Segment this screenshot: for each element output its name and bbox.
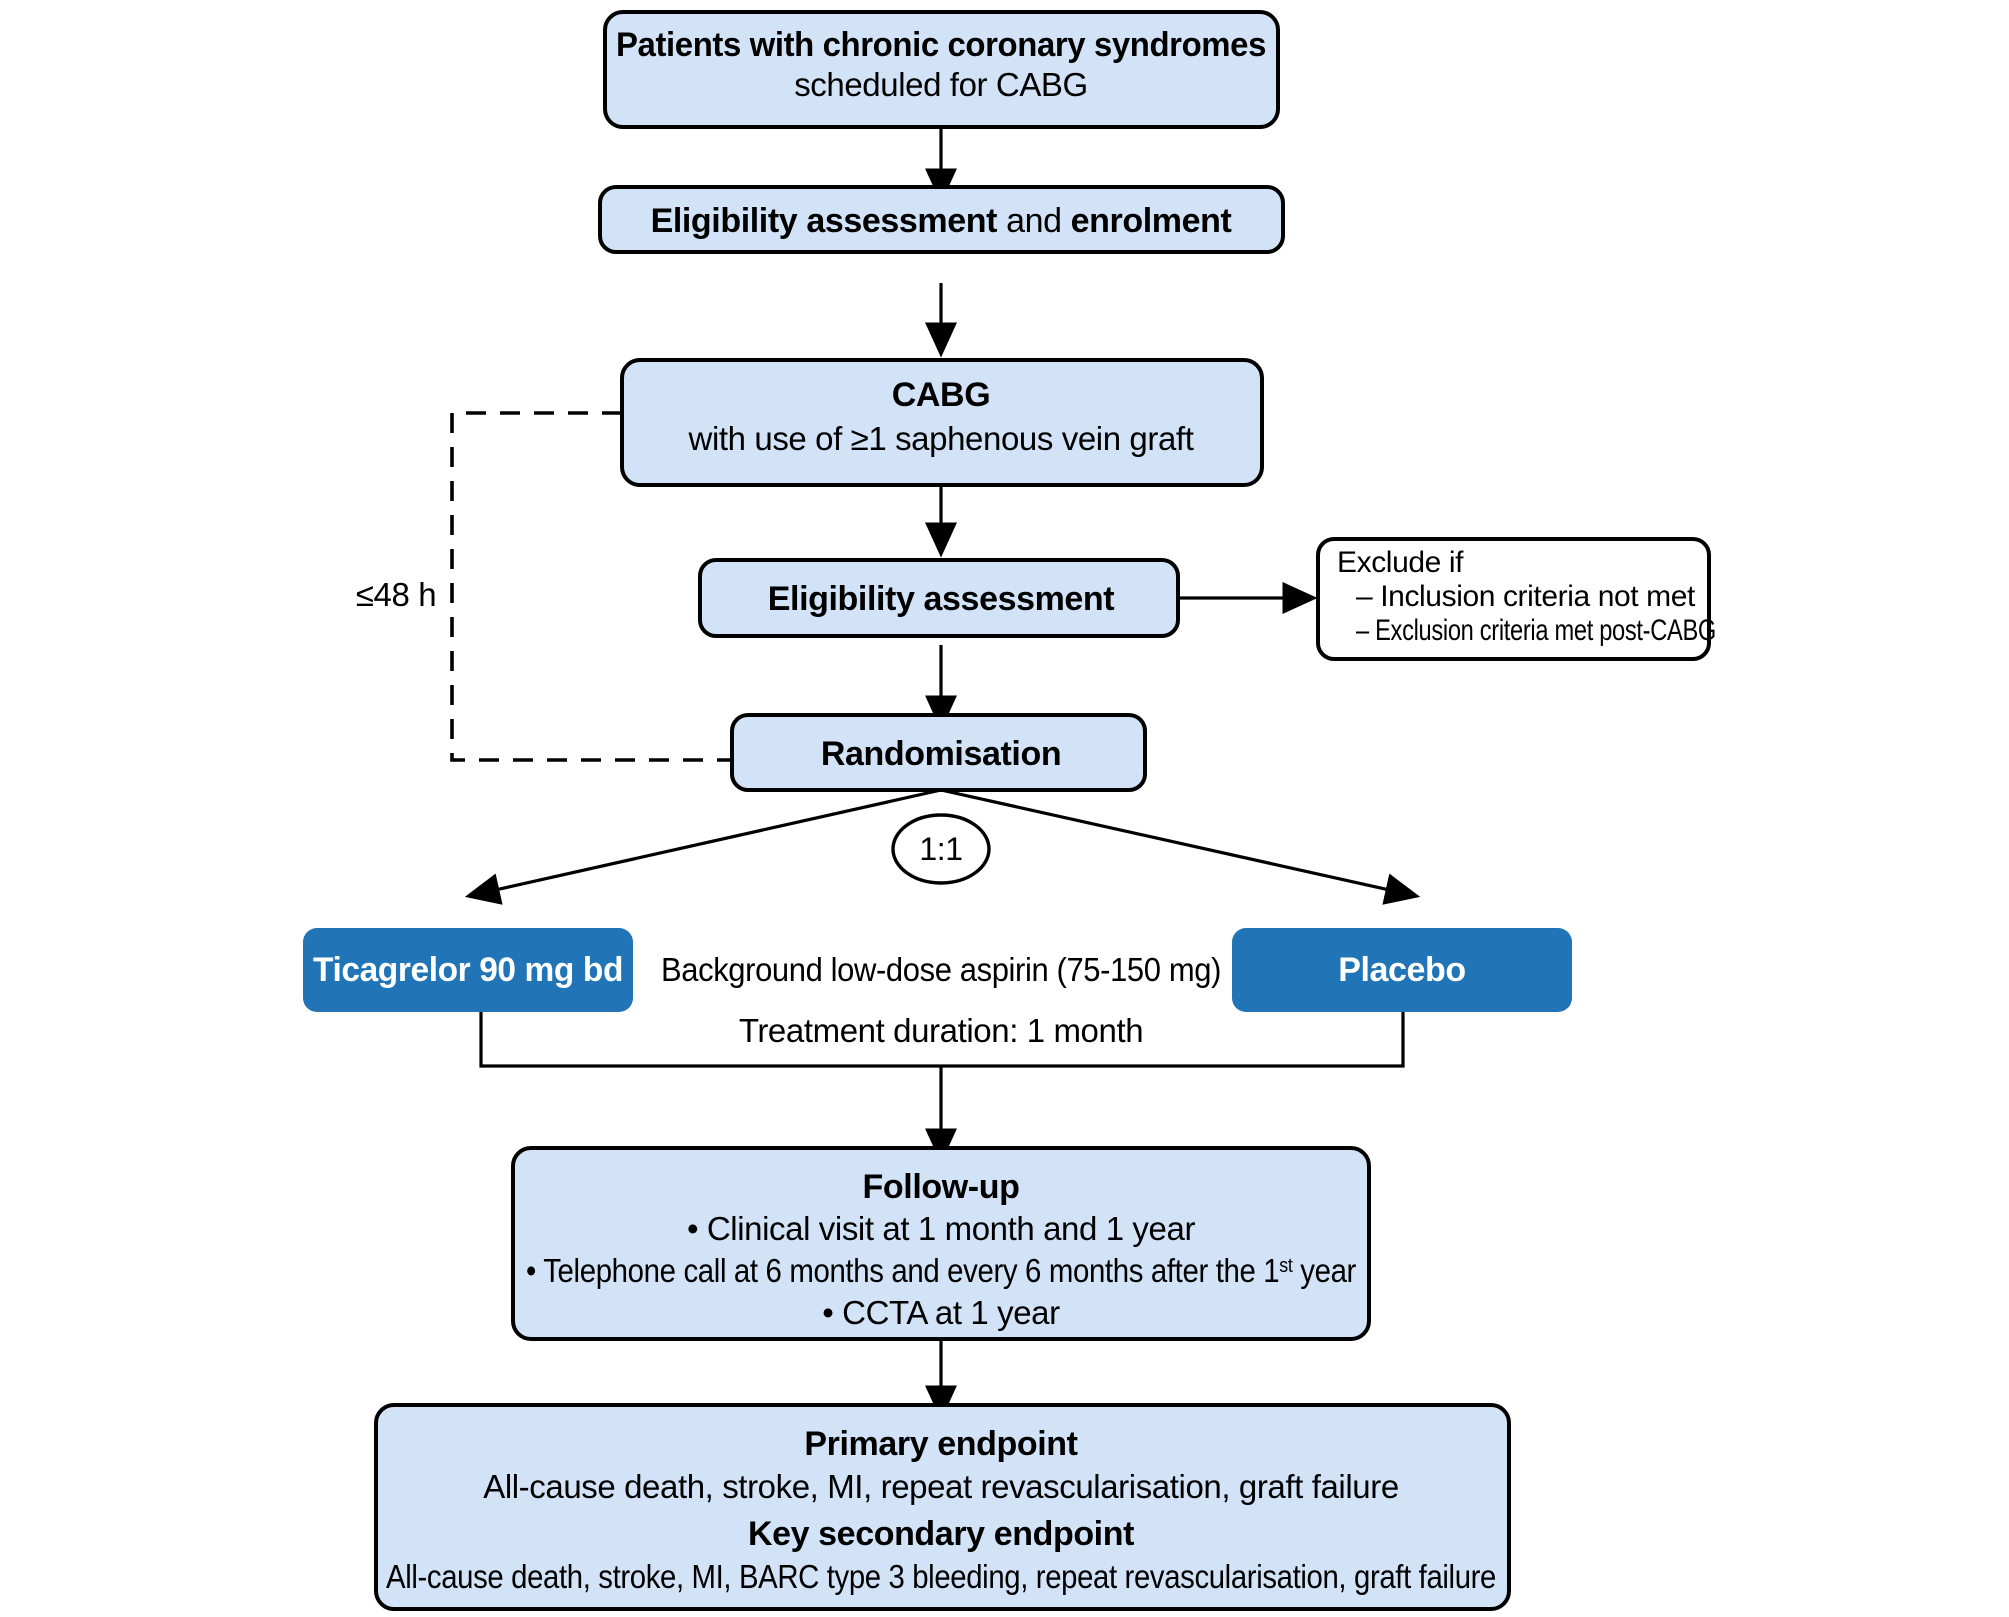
node-exclude-heading: Exclude if bbox=[1337, 546, 1464, 579]
connector-arms-to-followup bbox=[479, 1012, 1405, 1164]
node-endpoints-secondary-text: All-cause death, stroke, MI, BARC type 3… bbox=[386, 1558, 1496, 1595]
node-exclude-box[interactable] bbox=[1316, 537, 1711, 661]
node-followup-item-1-sup: st bbox=[1279, 1255, 1293, 1277]
node-cabg-line1: CABG bbox=[892, 376, 991, 414]
node-endpoints-secondary-heading: Key secondary endpoint bbox=[748, 1515, 1134, 1553]
node-followup-item-1-main: • Telephone call at 6 months and every 6… bbox=[526, 1252, 1279, 1289]
node-arm-ticagrelor-label: Ticagrelor 90 mg bd bbox=[313, 951, 623, 989]
label-background-therapy: Background low-dose aspirin (75-150 mg) bbox=[661, 951, 1221, 988]
node-eligibility-enrolment-part2: and bbox=[997, 202, 1071, 240]
node-arm-placebo-box[interactable] bbox=[1232, 928, 1572, 1012]
node-eligibility-enrolment-part3: enrolment bbox=[1071, 202, 1232, 240]
node-cabg-line2: with use of ≥1 saphenous vein graft bbox=[688, 420, 1194, 457]
node-randomisation-box[interactable] bbox=[730, 713, 1147, 792]
node-cabg-box[interactable] bbox=[620, 358, 1264, 487]
node-followup-item-1: • Telephone call at 6 months and every 6… bbox=[526, 1252, 1356, 1289]
connector-randomisation-split bbox=[464, 788, 1421, 905]
connector-48h-dashed-loop bbox=[450, 411, 732, 762]
node-followup-item-0: • Clinical visit at 1 month and 1 year bbox=[687, 1210, 1196, 1247]
node-eligibility-assessment-box[interactable] bbox=[698, 558, 1180, 638]
edge-48h-label: ≤48 h bbox=[356, 576, 436, 613]
node-arm-ticagrelor-box[interactable] bbox=[303, 928, 633, 1012]
node-endpoints-primary-heading: Primary endpoint bbox=[804, 1425, 1077, 1463]
node-eligibility-enrolment-box[interactable] bbox=[598, 185, 1285, 254]
node-patients-line1: Patients with chronic coronary syndromes bbox=[616, 26, 1266, 64]
node-ratio-label: 1:1 bbox=[919, 831, 962, 867]
node-patients-line2: scheduled for CABG bbox=[794, 66, 1088, 103]
node-randomisation-label: Randomisation bbox=[821, 735, 1061, 773]
node-followup-heading: Follow-up bbox=[863, 1168, 1020, 1206]
label-treatment-duration: Treatment duration: 1 month bbox=[739, 1012, 1143, 1049]
node-exclude-item-0: – Inclusion criteria not met bbox=[1356, 580, 1696, 613]
node-eligibility-assessment-label: Eligibility assessment bbox=[768, 580, 1115, 618]
node-ratio-ellipse bbox=[891, 813, 991, 885]
node-followup-item-2: • CCTA at 1 year bbox=[822, 1294, 1060, 1331]
node-eligibility-enrolment-label: Eligibility assessment and enrolment bbox=[651, 202, 1232, 240]
node-endpoints-box[interactable] bbox=[374, 1403, 1511, 1611]
node-arm-placebo-label: Placebo bbox=[1338, 951, 1466, 989]
node-followup-box[interactable] bbox=[511, 1146, 1371, 1341]
node-followup-item-1-tail: year bbox=[1292, 1252, 1356, 1289]
node-endpoints-primary-text: All-cause death, stroke, MI, repeat reva… bbox=[483, 1468, 1399, 1505]
node-exclude-item-1: – Exclusion criteria met post-CABG bbox=[1356, 614, 1716, 647]
node-patients-box[interactable] bbox=[603, 10, 1280, 129]
node-eligibility-enrolment-part1: Eligibility assessment bbox=[651, 202, 998, 240]
